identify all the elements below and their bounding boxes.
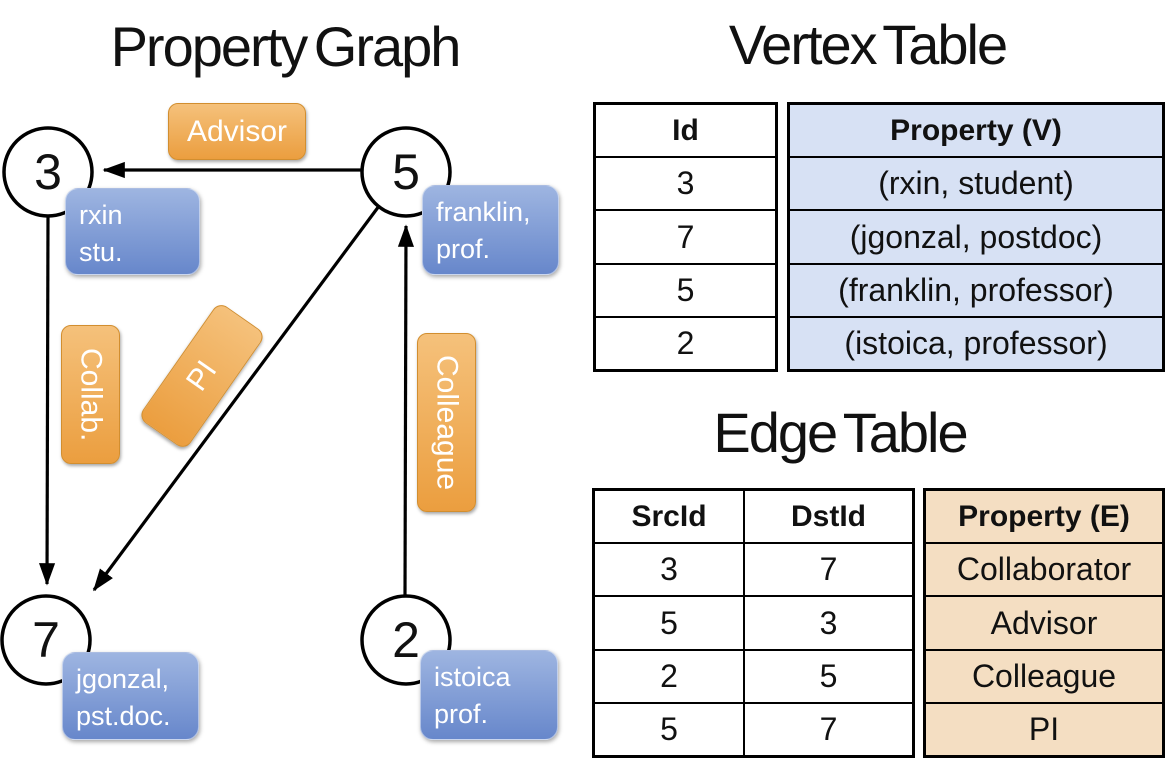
edge-row-property: Colleague: [926, 648, 1162, 702]
edge-row-property: Advisor: [926, 595, 1162, 649]
node-card-rxin: rxin stu.: [65, 188, 200, 275]
node-card-istoica-line2: prof.: [434, 699, 489, 730]
edge-row-src: 5: [595, 595, 743, 648]
vertex-row-id: 7: [596, 209, 775, 262]
edge-srcid-header: SrcId: [631, 499, 707, 533]
vertex-table-id-column: Id 3 7 5 2: [593, 102, 778, 372]
edge-row-src: 5: [595, 701, 743, 755]
node-card-jgonzal-line2: pst.doc.: [76, 701, 171, 732]
node-id-3: 3: [34, 144, 62, 200]
edge-table-dstid-column: DstId 7 3 5 7: [743, 491, 912, 755]
vertex-row-property: (franklin, professor): [790, 262, 1162, 316]
edge-row-src: 3: [595, 542, 743, 595]
node-id-5: 5: [392, 144, 420, 200]
edge-table-title: Edge Table: [713, 401, 968, 464]
edge-label-pi-text: PI: [179, 354, 224, 397]
node-card-istoica-line1: istoica: [434, 662, 511, 692]
edge-line-2-to-5: [397, 224, 415, 597]
vertex-row-property: (rxin, student): [790, 156, 1162, 210]
node-card-franklin: franklin, prof.: [422, 185, 559, 275]
edge-table-id-columns: SrcId 3 5 2 5 DstId 7 3 5 7: [592, 488, 915, 758]
edge-row-src: 2: [595, 648, 743, 702]
node-id-7: 7: [32, 612, 60, 668]
edge-row-property: PI: [926, 701, 1162, 756]
edge-property-header: Property (E): [926, 491, 1162, 543]
node-card-jgonzal-line1: jgonzal,: [76, 664, 170, 694]
node-card-franklin-line1: franklin,: [436, 197, 531, 227]
vertex-id-header: Id: [672, 113, 699, 147]
edge-row-dst: 3: [745, 595, 912, 648]
edge-row-dst: 5: [745, 648, 912, 702]
edge-table-property-column: Property (E) Collaborator Advisor Collea…: [923, 488, 1165, 758]
vertex-row-id: 2: [596, 315, 775, 369]
vertex-table-title: Vertex Table: [728, 13, 1008, 76]
edge-dstid-header: DstId: [791, 499, 866, 533]
node-card-franklin-line2: prof.: [436, 234, 491, 265]
edge-label-collab-text: Collab.: [74, 347, 108, 442]
edge-label-collab: Collab.: [61, 325, 120, 464]
node-card-rxin-line1: rxin: [79, 200, 123, 230]
vertex-row-property: (jgonzal, postdoc): [790, 209, 1162, 263]
edge-table-srcid-column: SrcId 3 5 2 5: [595, 491, 743, 755]
edge-line-3-to-7: [38, 215, 56, 586]
node-id-2: 2: [392, 612, 420, 668]
edge-label-advisor-text: Advisor: [186, 114, 288, 148]
edge-row-dst: 7: [745, 701, 912, 755]
property-graph-title: Property Graph: [110, 15, 462, 78]
edge-label-colleague-text: Colleague: [430, 354, 464, 491]
node-card-istoica: istoica prof.: [420, 650, 558, 740]
vertex-row-id: 5: [596, 262, 775, 316]
vertex-row-property: (istoica, professor): [790, 315, 1162, 370]
node-card-jgonzal: jgonzal, pst.doc.: [62, 652, 199, 740]
vertex-row-id: 3: [596, 156, 775, 209]
edge-label-colleague: Colleague: [417, 333, 476, 512]
edge-line-5-to-7: [92, 205, 381, 592]
node-card-rxin-line2: stu.: [79, 237, 123, 268]
edge-row-property: Collaborator: [926, 542, 1162, 596]
edge-label-advisor: Advisor: [168, 103, 306, 160]
vertex-table-property-column: Property (V) (rxin, student) (jgonzal, p…: [787, 102, 1165, 372]
vertex-property-header: Property (V): [790, 105, 1162, 157]
edge-row-dst: 7: [745, 542, 912, 595]
